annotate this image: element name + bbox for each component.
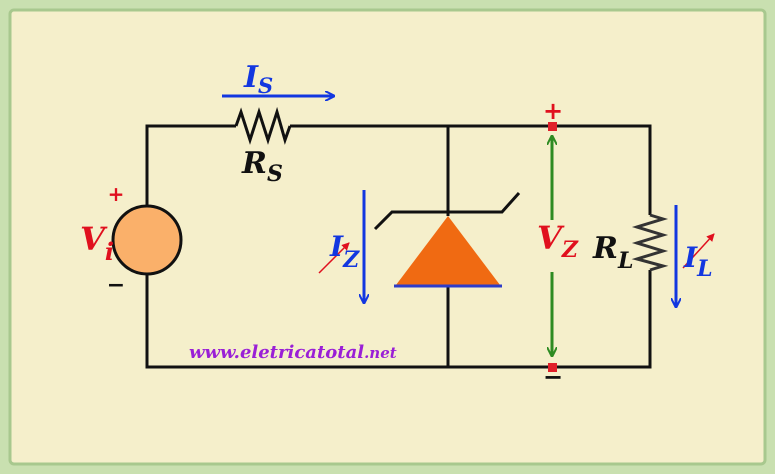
vi-label: Vi — [80, 220, 114, 266]
terminal-top — [548, 122, 557, 131]
voltage-source-icon — [111, 204, 183, 276]
iz-label: IZ — [329, 230, 360, 273]
vz-minus-sign: − — [543, 363, 563, 391]
rs-label: RS — [241, 146, 283, 187]
vz-plus-sign: + — [543, 97, 563, 125]
circuit-wires — [145, 124, 652, 369]
iz-variation-arrow — [318, 242, 350, 274]
watermark-text: www.eletricatotal.net — [189, 342, 397, 363]
diagram-panel — [8, 8, 767, 466]
vi-plus-sign: + — [108, 182, 125, 206]
is-label: IS — [243, 60, 273, 98]
terminal-bottom — [548, 363, 557, 372]
zener-diode-icon — [373, 191, 521, 288]
resistor-icon — [234, 106, 292, 145]
vz-label: VZ — [537, 219, 579, 263]
il-label: IL — [683, 241, 713, 282]
rl-label: RL — [592, 231, 633, 274]
resistor-icon — [631, 213, 669, 272]
il-variation-arrow — [682, 233, 715, 269]
vi-minus-sign: − — [107, 273, 125, 298]
